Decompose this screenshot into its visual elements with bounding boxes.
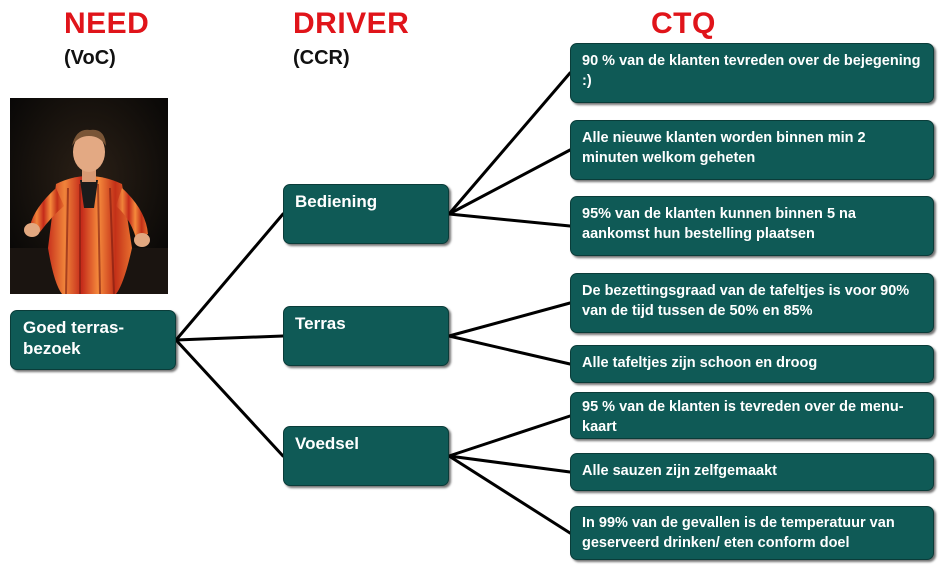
- ctq-text: 95% van de klanten kunnen binnen 5 na aa…: [582, 206, 856, 242]
- driver-header: DRIVER: [293, 7, 410, 40]
- driver-box-bediening: Bediening: [283, 184, 449, 244]
- driver-subheader: (CCR): [293, 47, 350, 69]
- ctq-box: 95 % van de klanten is tevreden over de …: [570, 392, 934, 439]
- ctq-text: 90 % van de klanten tevreden over de bej…: [582, 53, 921, 89]
- ctq-text: Alle nieuwe klanten worden binnen min 2 …: [582, 130, 866, 166]
- need-header: NEED: [64, 7, 150, 40]
- connector-need-bediening: [174, 212, 285, 342]
- driver-box-voedsel: Voedsel: [283, 426, 449, 486]
- ctq-header: CTQ: [651, 7, 716, 40]
- ctq-box: 95% van de klanten kunnen binnen 5 na aa…: [570, 196, 934, 256]
- connector-need-terras: [174, 334, 285, 342]
- connector-voedsel-ctq3: [447, 454, 572, 535]
- driver-label: Bediening: [295, 192, 378, 211]
- need-box: Goed terras- bezoek: [10, 310, 176, 370]
- presenter-photo: [10, 98, 168, 294]
- need-subheader: (VoC): [64, 47, 116, 69]
- ctq-box: Alle sauzen zijn zelfgemaakt: [570, 453, 934, 491]
- ctq-text: De bezettingsgraad van de tafeltjes is v…: [582, 283, 910, 319]
- need-box-label: Goed terras- bezoek: [23, 318, 125, 358]
- ctq-text: Alle sauzen zijn zelfgemaakt: [582, 463, 778, 479]
- connector-terras-ctq2: [447, 334, 572, 366]
- connector-bediening-ctq2: [447, 148, 572, 216]
- ctq-box: 90 % van de klanten tevreden over de bej…: [570, 43, 934, 103]
- ctq-text: Alle tafeltjes zijn schoon en droog: [582, 355, 818, 371]
- driver-label: Voedsel: [295, 434, 359, 453]
- driver-label: Terras: [295, 314, 346, 333]
- connector-terras-ctq1: [447, 301, 572, 338]
- connector-voedsel-ctq2: [447, 454, 572, 474]
- ctq-text: In 99% van de gevallen is de temperatuur…: [582, 515, 895, 551]
- connector-bediening-ctq3: [447, 212, 572, 228]
- ctq-box: In 99% van de gevallen is de temperatuur…: [570, 506, 934, 560]
- ctq-box: Alle nieuwe klanten worden binnen min 2 …: [570, 120, 934, 180]
- ctq-text: 95 % van de klanten is tevreden over de …: [582, 399, 904, 435]
- ctq-box: Alle tafeltjes zijn schoon en droog: [570, 345, 934, 383]
- ctq-box: De bezettingsgraad van de tafeltjes is v…: [570, 273, 934, 333]
- connector-voedsel-ctq1: [447, 414, 572, 458]
- connector-need-voedsel: [174, 338, 285, 458]
- driver-box-terras: Terras: [283, 306, 449, 366]
- connector-bediening-ctq1: [447, 71, 572, 216]
